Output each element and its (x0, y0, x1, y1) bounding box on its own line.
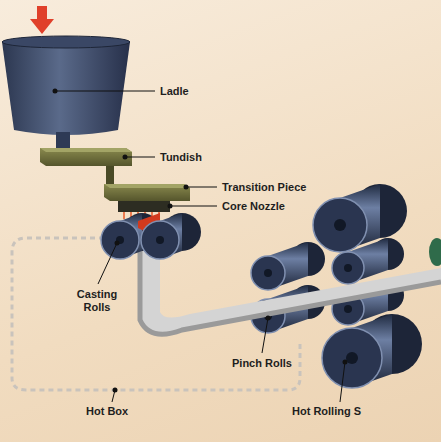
pinch-roll-upper (251, 242, 325, 290)
leader-dots (53, 89, 348, 393)
leader-lines (55, 91, 345, 402)
part-label: Hot Rolling S (292, 405, 361, 418)
steel-strip (140, 237, 441, 334)
part-label: Core Nozzle (222, 200, 285, 213)
pour-arrow (30, 6, 54, 34)
ladle (2, 36, 130, 148)
part-label: Tundish (160, 151, 202, 164)
coiler (429, 238, 441, 266)
part-label: Transition Piece (222, 181, 306, 194)
work-roll-small-upper (332, 238, 404, 284)
transition-piece (104, 184, 190, 201)
part-label: Pinch Rolls (232, 357, 292, 370)
part-label: Casting Rolls (66, 288, 128, 314)
tundish (40, 148, 132, 184)
part-label: Ladle (160, 85, 189, 98)
casting-roll-right (141, 213, 201, 259)
part-label: Hot Box (86, 405, 128, 418)
backup-roll-lower (322, 314, 422, 388)
